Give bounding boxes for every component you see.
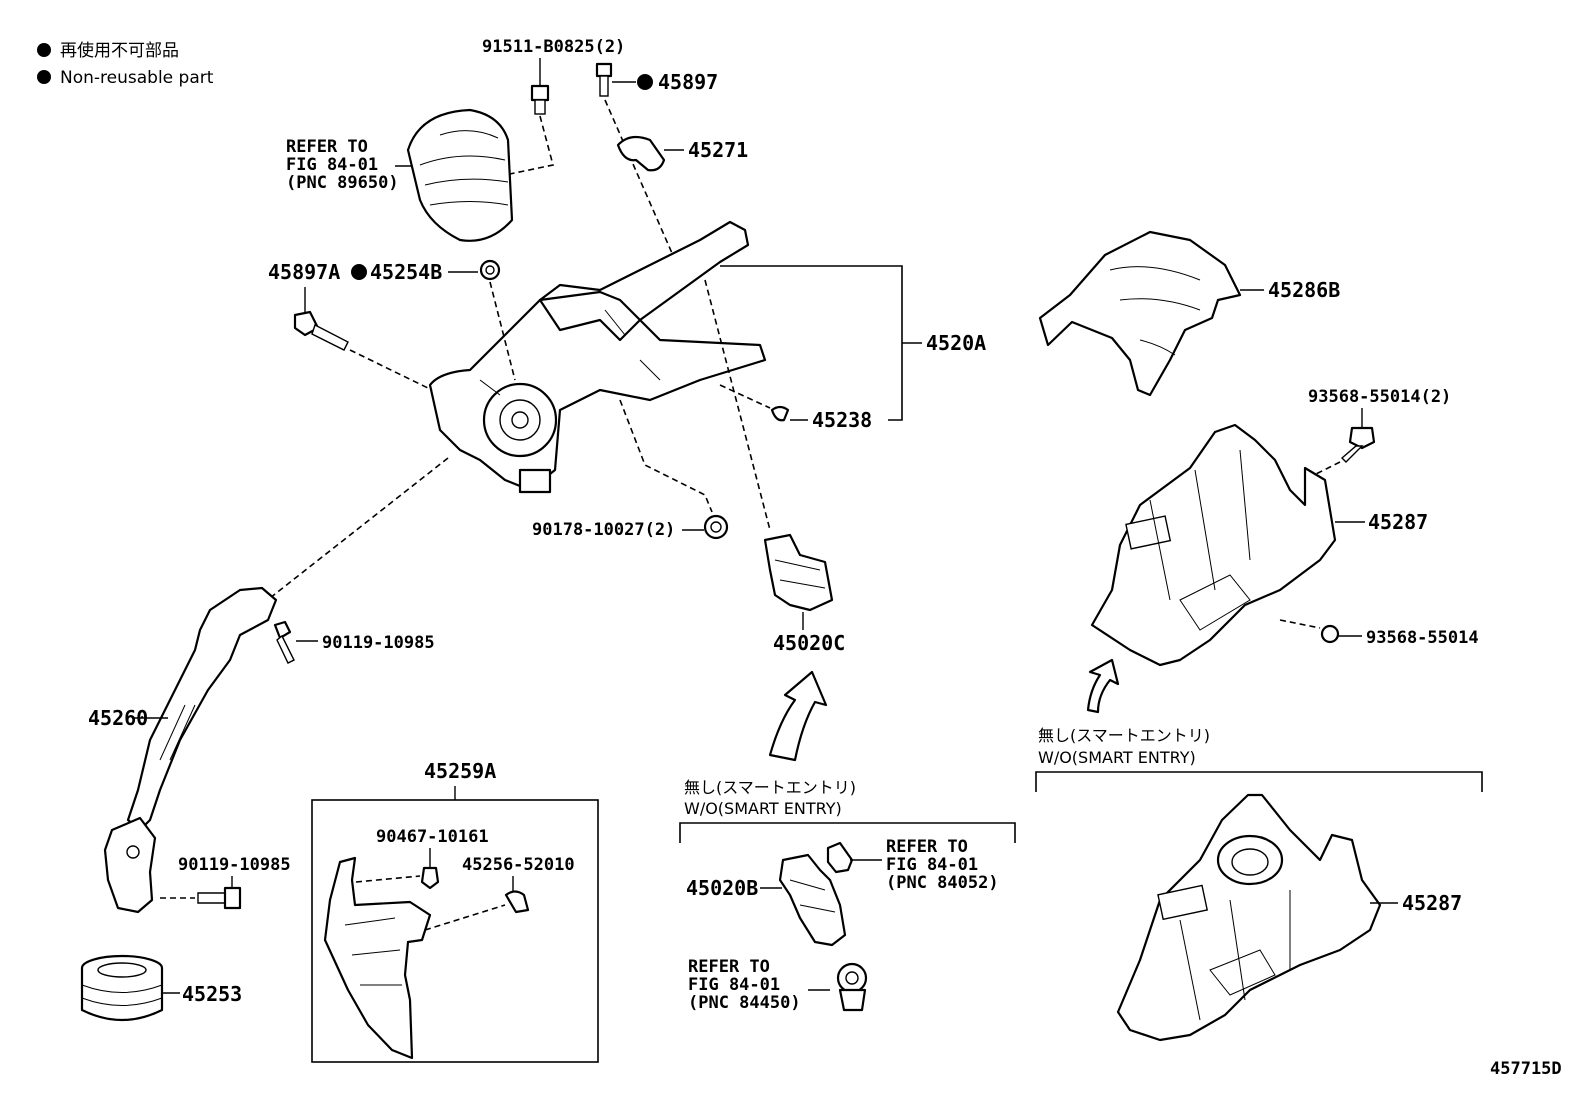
label-45260: 45260 xyxy=(88,706,148,730)
part-45286B-upper-cover: 45286B xyxy=(1038,230,1340,397)
refer-89650-line1: REFER TO xyxy=(286,137,368,157)
label-45897: 45897 xyxy=(658,70,718,94)
label-45020B: 45020B xyxy=(686,876,758,900)
refer-84450-line3: (PNC 84450) xyxy=(688,993,801,1013)
non-reusable-bullet-icon xyxy=(351,264,367,280)
label-45020C: 45020C xyxy=(773,631,845,655)
label-45256: 45256-52010 xyxy=(462,855,575,875)
legend-en: Non-reusable part xyxy=(60,68,214,88)
section-center-wo-smart-entry: 無し(スマートエントリ) W/O(SMART ENTRY) 45020B REF… xyxy=(679,778,1016,1013)
label-45287-a: 45287 xyxy=(1368,510,1428,534)
label-93568-2: 93568-55014(2) xyxy=(1308,387,1451,407)
cover-set-box xyxy=(311,799,599,1063)
label-45253: 45253 xyxy=(182,982,242,1006)
label-90178: 90178-10027(2) xyxy=(532,520,675,540)
part-45254B-gear: 45254B xyxy=(351,259,516,381)
label-45238: 45238 xyxy=(812,408,872,432)
legend-jp: 再使用不可部品 xyxy=(60,40,179,61)
note-en-right: W/O(SMART ENTRY) xyxy=(1038,748,1196,767)
note-jp-center: 無し(スマートエントリ) xyxy=(684,778,856,797)
part-91511-bolt: 91511-B0825(2) xyxy=(482,37,625,176)
part-45260-intermediate-shaft: 45260 xyxy=(88,457,449,914)
part-45259A-cover-set: 45259A 90467-10161 45256-52010 xyxy=(311,759,599,1063)
label-45254B: 45254B xyxy=(370,260,442,284)
part-45287-lower-cover-b: 45287 xyxy=(1116,793,1462,1042)
part-45253-grommet: 45253 xyxy=(80,954,242,1022)
refer-84052-line2: FIG 84-01 xyxy=(886,855,978,875)
note-en-center: W/O(SMART ENTRY) xyxy=(684,799,842,818)
part-45238-clip: 45238 xyxy=(719,384,872,432)
refer-89650-line3: (PNC 89650) xyxy=(286,173,399,193)
non-reusable-bullet-icon xyxy=(37,43,51,57)
label-45897A: 45897A xyxy=(268,260,340,284)
section-right-wo-smart-entry: 無し(スマートエントリ) W/O(SMART ENTRY) xyxy=(1035,726,1483,792)
part-90119-bolt-upper: 90119-10985 xyxy=(273,620,435,664)
refer-84450-line1: REFER TO xyxy=(688,957,770,977)
figure-id: 457715D xyxy=(1490,1059,1562,1079)
label-91511: 91511-B0825(2) xyxy=(482,37,625,57)
label-93568: 93568-55014 xyxy=(1366,628,1479,648)
label-45287-b: 45287 xyxy=(1402,891,1462,915)
part-84052-connector: REFER TO FIG 84-01 (PNC 84052) xyxy=(826,837,999,893)
note-jp-right: 無し(スマートエントリ) xyxy=(1038,726,1210,745)
non-reusable-bullet-icon xyxy=(637,74,653,90)
part-89650-switch-housing: REFER TO FIG 84-01 (PNC 89650) xyxy=(286,108,514,242)
non-reusable-bullet-icon xyxy=(37,70,51,84)
refer-89650-line2: FIG 84-01 xyxy=(286,155,378,175)
legend: 再使用不可部品 Non-reusable part xyxy=(37,40,214,88)
part-45287-lower-cover-a: 93568-55014(2) 45287 93568-55014 xyxy=(1086,387,1479,714)
refer-84052-line1: REFER TO xyxy=(886,837,968,857)
part-90178-nut: 90178-10027(2) xyxy=(532,399,729,540)
part-45271-key-cylinder: 45271 xyxy=(616,135,748,172)
part-45897-bolt: 45897 xyxy=(595,62,718,261)
label-45286B: 45286B xyxy=(1268,278,1340,302)
part-45020B-switch: 45020B xyxy=(686,853,847,947)
label-45271: 45271 xyxy=(688,138,748,162)
label-45259A: 45259A xyxy=(424,759,496,783)
part-84450-sensor: REFER TO FIG 84-01 (PNC 84450) xyxy=(688,957,868,1013)
part-45020C-lock-assy: 45020C xyxy=(704,279,845,762)
refer-84450-line2: FIG 84-01 xyxy=(688,975,780,995)
part-4520A-steering-column: 4520A xyxy=(428,220,986,494)
label-90119-b: 90119-10985 xyxy=(178,855,291,875)
refer-84052-line3: (PNC 84052) xyxy=(886,873,999,893)
part-90119-bolt-lower: 90119-10985 xyxy=(160,855,291,910)
label-4520A: 4520A xyxy=(926,331,986,355)
label-90467: 90467-10161 xyxy=(376,827,489,847)
part-45897A-bolt: 45897A xyxy=(268,260,433,391)
label-90119-a: 90119-10985 xyxy=(322,633,435,653)
